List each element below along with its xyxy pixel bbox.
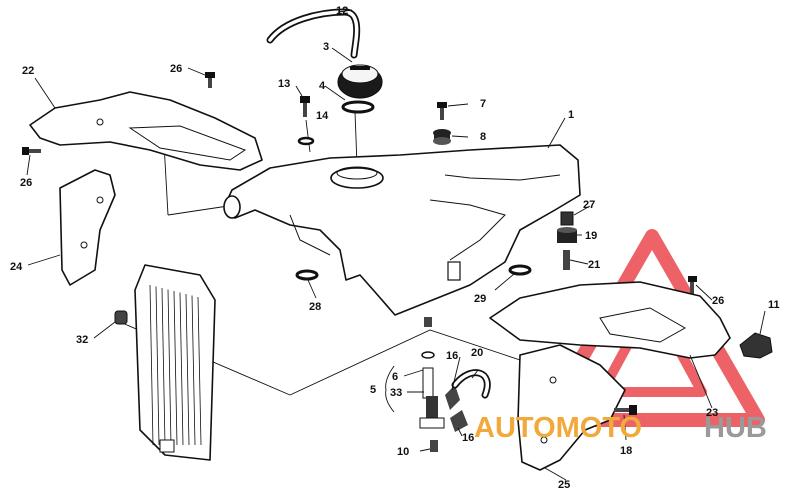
callout-10: 10: [397, 446, 409, 458]
callout-4: 4: [319, 80, 326, 92]
callout-11: 11: [768, 299, 780, 311]
callout-8: 8: [480, 131, 486, 143]
washer-29: [508, 264, 532, 276]
front-cover: [59, 169, 116, 286]
callout-5: 5: [370, 384, 376, 396]
callout-32: 32: [76, 334, 88, 346]
callout-28: 28: [309, 301, 321, 313]
washer-14: [297, 136, 315, 146]
callout-27: 27: [583, 199, 595, 211]
radiator-fin: [185, 293, 190, 446]
callout-20: 20: [471, 347, 483, 359]
cap-gasket: [341, 100, 375, 114]
screw-26-right: [688, 276, 697, 294]
bolt-7: [437, 102, 447, 120]
callout-3: 3: [323, 41, 329, 53]
bolt-13: [300, 96, 310, 117]
radiator-fin: [191, 295, 196, 446]
callout-13: 13: [278, 78, 290, 90]
spacer-27: [560, 211, 574, 226]
callout-16-top: 16: [446, 350, 458, 362]
callout-23: 23: [706, 407, 718, 419]
callout-6: 6: [392, 371, 398, 383]
callout-29: 29: [474, 293, 486, 305]
radiator-fin: [149, 284, 154, 446]
bushing-32: [114, 310, 128, 325]
callout-24: 24: [10, 261, 23, 273]
callout-14: 14: [316, 110, 329, 122]
callout-26-right: 26: [712, 295, 724, 307]
bolt-21: [563, 250, 570, 270]
callout-22: 22: [22, 65, 34, 77]
rubber-mount-19: [557, 227, 577, 243]
screw-26-left: [22, 147, 41, 155]
radiator-fin: [173, 290, 178, 446]
radiator-fin: [179, 292, 184, 446]
radiator-fin: [167, 289, 172, 446]
rubber-mount-8: [433, 129, 451, 145]
callout-16-bottom: 16: [462, 432, 474, 444]
fuel-tank: [223, 144, 581, 327]
callout-33: 33: [390, 387, 402, 399]
watermark-word-a: AUTOMOTO: [474, 412, 642, 444]
breather-hose: [266, 8, 361, 59]
screw-18: [614, 405, 637, 415]
callout-12: 12: [336, 5, 348, 17]
fuel-cap: [337, 64, 383, 99]
radiator: [134, 264, 216, 461]
callout-19: 19: [585, 230, 597, 242]
radiator-fin: [197, 296, 202, 446]
lower-right-cover: [517, 344, 626, 471]
right-side-panel: [489, 281, 731, 359]
callout-21: 21: [588, 259, 600, 271]
watermark-text: AUTOMOTO HUB: [474, 412, 767, 444]
callout-25: 25: [558, 479, 570, 491]
clip-11: [739, 332, 773, 359]
radiator-fin: [155, 286, 160, 446]
callouts: 12 3 4 13 14 7 8 1 27 19 21 29 28 22 26 …: [10, 5, 780, 491]
fuel-tap-assembly: [419, 351, 468, 452]
screw-26-top: [205, 72, 215, 88]
washer-28: [295, 269, 319, 281]
callout-26-top: 26: [170, 63, 182, 75]
radiator-fin: [161, 287, 166, 446]
leader-lines: [26, 9, 766, 481]
callout-18: 18: [620, 445, 632, 457]
callout-7: 7: [480, 98, 486, 110]
callout-26-left: 26: [20, 177, 32, 189]
fuel-hose-20: [451, 369, 491, 399]
watermark-word-b: HUB: [704, 412, 767, 444]
callout-1: 1: [568, 109, 574, 121]
left-side-panel: [29, 91, 263, 171]
